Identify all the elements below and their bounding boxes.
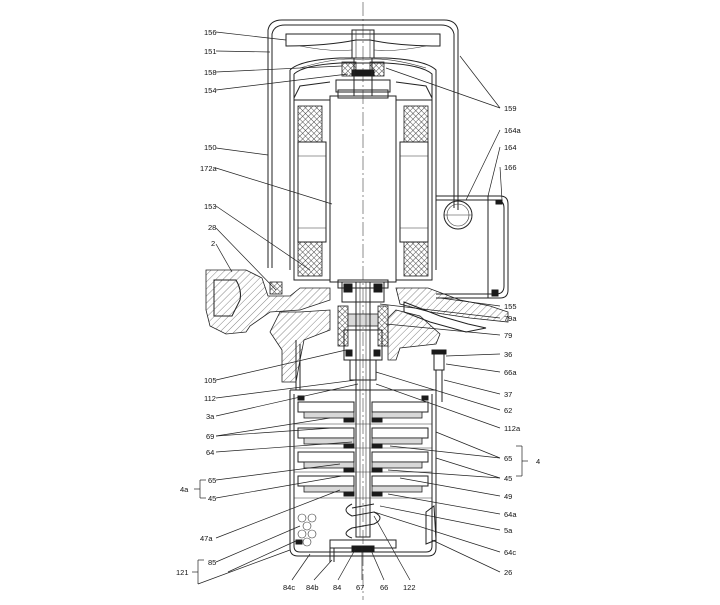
label-47a: 47a <box>200 534 213 543</box>
leader-lines <box>192 31 528 585</box>
label-66: 66 <box>380 583 388 592</box>
label-84c: 84c <box>283 583 295 592</box>
label-3a: 3a <box>206 412 215 421</box>
label-65: 65 <box>208 476 216 485</box>
label-67: 67 <box>356 583 364 592</box>
label-172a: 172a <box>200 164 218 173</box>
label-62: 62 <box>504 406 512 415</box>
label-45-right: 45 <box>504 474 512 483</box>
label-121: 121 <box>176 568 189 577</box>
label-2: 2 <box>211 239 215 248</box>
strainer <box>295 505 437 547</box>
label-28: 28 <box>208 223 216 232</box>
inlet-screw <box>329 503 397 553</box>
label-84: 84 <box>333 583 341 592</box>
label-26: 26 <box>504 568 512 577</box>
label-151: 151 <box>204 47 217 56</box>
label-159: 159 <box>504 104 517 113</box>
label-37: 37 <box>504 390 512 399</box>
label-69: 69 <box>206 432 214 441</box>
label-164a: 164a <box>504 126 522 135</box>
label-156: 156 <box>204 28 217 37</box>
pump-stages <box>294 401 432 499</box>
label-85: 85 <box>208 558 216 567</box>
terminal-box <box>436 195 509 299</box>
label-64c: 64c <box>504 548 516 557</box>
pump-head-flange <box>205 269 509 390</box>
label-36: 36 <box>504 350 512 359</box>
motor-housing <box>289 57 437 270</box>
label-4: 4 <box>536 457 540 466</box>
label-79a: 79a <box>504 314 517 323</box>
label-154: 154 <box>204 86 217 95</box>
label-105: 105 <box>204 376 217 385</box>
label-4a: 4a <box>180 485 189 494</box>
label-166: 166 <box>504 163 517 172</box>
label-112: 112 <box>204 394 216 403</box>
label-79: 79 <box>504 331 512 340</box>
label-45: 45 <box>208 494 216 503</box>
label-153: 153 <box>204 202 217 211</box>
pump-shaft <box>349 281 377 538</box>
label-155: 155 <box>504 302 517 311</box>
label-5a: 5a <box>504 526 513 535</box>
label-122: 122 <box>403 583 416 592</box>
label-158: 158 <box>204 68 217 77</box>
label-164: 164 <box>504 143 517 152</box>
part-labels: 156 151 158 154 150 172a 153 28 2 105 11… <box>176 28 540 592</box>
label-49: 49 <box>504 492 512 501</box>
stator-windings <box>293 99 433 281</box>
base-bolt <box>329 548 335 562</box>
label-84b: 84b <box>306 583 319 592</box>
label-150: 150 <box>204 143 217 152</box>
label-66a: 66a <box>504 368 517 377</box>
label-64: 64 <box>206 448 214 457</box>
label-112a: 112a <box>504 424 521 433</box>
tie-rod <box>431 349 447 402</box>
label-64a: 64a <box>504 510 517 519</box>
label-65-right: 65 <box>504 454 512 463</box>
